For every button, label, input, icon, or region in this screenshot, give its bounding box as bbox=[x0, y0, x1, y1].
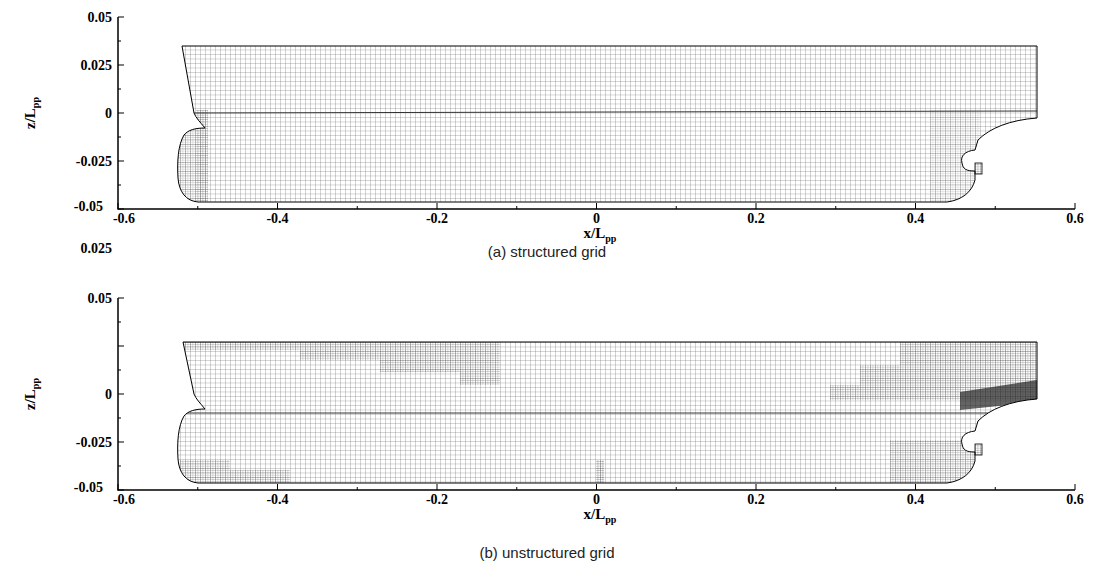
tick-label-group: 0.025 bbox=[81, 57, 113, 73]
axes-a bbox=[118, 17, 1075, 209]
tick-label: -0.6 bbox=[113, 492, 135, 507]
tick-label: -0.2 bbox=[426, 211, 448, 226]
axis-title: pp bbox=[30, 97, 41, 108]
axis-title-group: z/Lpp bbox=[22, 97, 38, 129]
axis-title-group: z/Lpp bbox=[22, 378, 38, 410]
tick-label-group: -0.4 bbox=[266, 210, 288, 226]
tick-label: 0.4 bbox=[907, 211, 925, 226]
tick-label-group: 0.4 bbox=[907, 491, 925, 507]
hull-grid-a bbox=[170, 40, 1050, 210]
tick-label-group: -0.4 bbox=[266, 491, 288, 507]
tick-label-group: 0.05 bbox=[88, 9, 113, 25]
tick-label: -0.05 bbox=[74, 480, 103, 495]
tick-label-group: 0 bbox=[593, 491, 600, 507]
axis-title: pp bbox=[605, 514, 616, 525]
figure-caption: (b) unstructured grid bbox=[479, 544, 614, 561]
axis-title: z/L bbox=[22, 389, 38, 410]
tick-label: 0 bbox=[105, 387, 112, 402]
tick-label-group: -0.2 bbox=[426, 210, 448, 226]
tick-label: 0.2 bbox=[747, 492, 765, 507]
tick-label: -0.05 bbox=[74, 199, 103, 214]
tick-label: 0.025 bbox=[81, 58, 113, 73]
tick-label: 0 bbox=[593, 492, 600, 507]
tick-label: 0 bbox=[593, 211, 600, 226]
tick-label: 0.6 bbox=[1066, 211, 1084, 226]
tick-label-group: 0.6 bbox=[1066, 491, 1084, 507]
tick-label-group: 0.025 bbox=[81, 240, 113, 256]
tick-label-group: -0.6 bbox=[113, 491, 135, 507]
tick-label-group: 0.2 bbox=[747, 491, 765, 507]
tick-label-group: -0.05 bbox=[74, 479, 103, 495]
figure-caption-group: (a) structured grid bbox=[488, 244, 606, 260]
axis-title: z/L bbox=[22, 108, 38, 129]
tick-label-group: -0.05 bbox=[74, 198, 103, 214]
tick-label-group: 0.05 bbox=[88, 290, 113, 306]
hull-grid-b bbox=[170, 335, 1050, 490]
axis-title: pp bbox=[605, 233, 616, 244]
tick-label: -0.4 bbox=[266, 492, 288, 507]
tick-label: 0 bbox=[105, 106, 112, 121]
axis-title: pp bbox=[30, 378, 41, 389]
tick-label: 0.05 bbox=[88, 291, 113, 306]
tick-label: -0.025 bbox=[76, 154, 112, 169]
axis-title-group: x/Lpp bbox=[584, 225, 617, 241]
tick-label: 0.4 bbox=[907, 492, 925, 507]
tick-label: -0.025 bbox=[76, 435, 112, 450]
tick-label-group: -0.2 bbox=[426, 491, 448, 507]
tick-label: 0.05 bbox=[88, 10, 113, 25]
figure-caption-group: (b) unstructured grid bbox=[479, 545, 614, 561]
figure-caption: (a) structured grid bbox=[488, 243, 606, 260]
tick-label-group: -0.6 bbox=[113, 210, 135, 226]
tick-label-group: -0.025 bbox=[76, 434, 112, 450]
tick-label-group: 0.4 bbox=[907, 210, 925, 226]
tick-label-group: 0.6 bbox=[1066, 210, 1084, 226]
tick-label-group: 0 bbox=[593, 210, 600, 226]
tick-label-group: -0.025 bbox=[76, 153, 112, 169]
tick-label-group: 0.2 bbox=[747, 210, 765, 226]
axis-title-group: x/Lpp bbox=[584, 506, 617, 522]
tick-label-group: 0 bbox=[105, 105, 112, 121]
tick-label: -0.6 bbox=[113, 211, 135, 226]
axis-title: x/L bbox=[584, 506, 606, 522]
tick-label: -0.2 bbox=[426, 492, 448, 507]
axis-title: x/L bbox=[584, 225, 606, 241]
tick-label: 0.6 bbox=[1066, 492, 1084, 507]
tick-label-group: 0 bbox=[105, 386, 112, 402]
tick-label: -0.4 bbox=[266, 211, 288, 226]
axes-b bbox=[118, 298, 1075, 490]
tick-label: 0.025 bbox=[81, 241, 113, 256]
tick-label: 0.2 bbox=[747, 211, 765, 226]
